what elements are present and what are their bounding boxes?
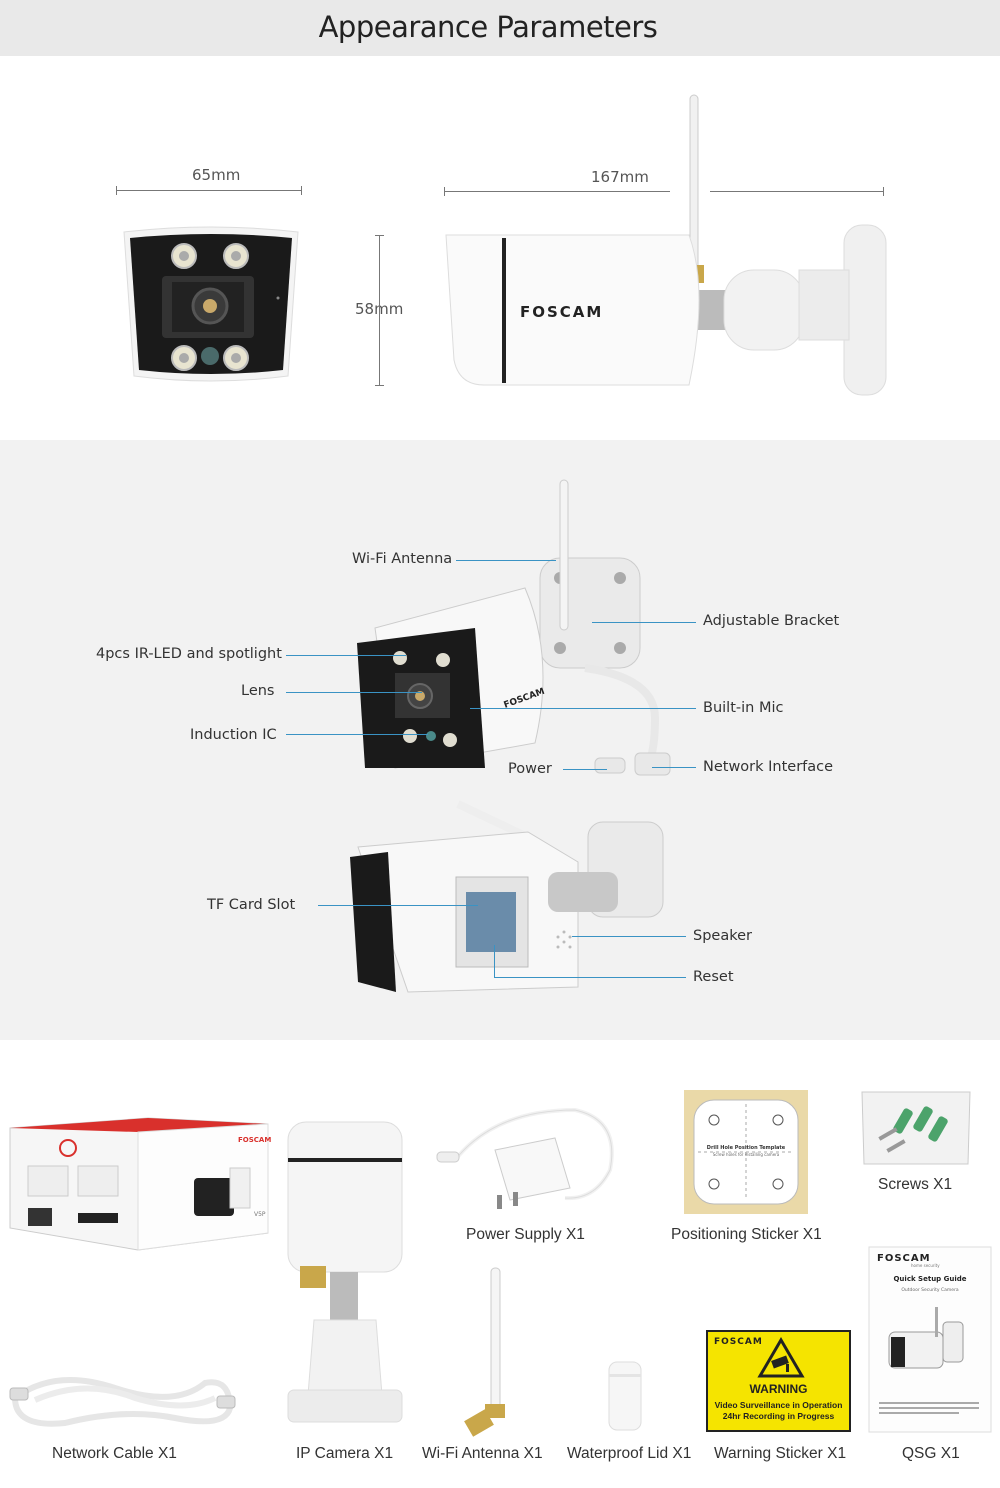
warning-sticker-image: FOSCAM WARNING Video Surveillance in Ope…	[706, 1330, 851, 1432]
leader-reset	[494, 977, 686, 978]
leader-power	[563, 769, 607, 770]
length-tick-left	[444, 187, 445, 196]
item-warning-sticker: Warning Sticker X1	[714, 1445, 847, 1462]
item-waterproof-lid: Waterproof Lid X1	[567, 1445, 692, 1462]
leader-induction-ic	[286, 734, 428, 735]
camera-open-image	[350, 800, 664, 993]
label-speaker: Speaker	[693, 928, 752, 944]
template-title: Drill Hole Position Template	[707, 1145, 786, 1151]
label-wifi-antenna: Wi-Fi Antenna	[352, 551, 453, 567]
warning-line1: Video Surveillance in Operation	[714, 1400, 843, 1410]
item-positioning-sticker: Positioning Sticker X1	[671, 1226, 822, 1243]
qsg-brand-logo: FOSCAM	[877, 1253, 931, 1264]
width-tick-left	[116, 186, 117, 195]
item-network-cable: Network Cable X1	[52, 1445, 177, 1462]
camera-side-image: FOSCAM	[445, 94, 887, 396]
label-adjustable-bracket: Adjustable Bracket	[703, 613, 840, 629]
warning-title: WARNING	[749, 1382, 808, 1396]
leader-tf-card-slot	[318, 905, 478, 906]
width-line	[116, 190, 302, 191]
camera-warning-icon	[757, 1337, 805, 1378]
side-brand-logo: FOSCAM	[520, 303, 603, 321]
wifi-antenna-image	[464, 1267, 505, 1437]
power-supply-image	[436, 1107, 614, 1209]
width-label: 65mm	[192, 166, 241, 184]
height-tick-top	[375, 235, 384, 236]
qsg-tagline: home security	[911, 1263, 940, 1268]
qsg-title: Quick Setup Guide	[893, 1275, 966, 1283]
height-tick-bottom	[375, 385, 384, 386]
title-bar: Appearance Parameters	[0, 0, 1000, 56]
length-line-right	[710, 191, 884, 192]
leader-builtin-mic	[470, 708, 696, 709]
screws-image	[861, 1091, 971, 1165]
waterproof-lid-image	[608, 1361, 642, 1431]
length-line-left	[444, 191, 670, 192]
leader-reset-vertical	[494, 945, 495, 977]
leader-ir-led	[286, 655, 406, 656]
ip-camera-image	[287, 1121, 403, 1423]
label-lens: Lens	[241, 683, 275, 699]
page-title: Appearance Parameters	[318, 10, 658, 44]
product-box-image: FOSCAM V5P	[9, 1117, 271, 1251]
label-network-interface: Network Interface	[703, 759, 834, 775]
leader-adjustable-bracket	[592, 622, 696, 623]
qsg-image: FOSCAM home security Quick Setup Guide O…	[868, 1246, 992, 1433]
warning-brand: FOSCAM	[714, 1337, 763, 1347]
label-induction-ic: Induction IC	[190, 727, 277, 743]
network-cable-image	[9, 1377, 236, 1427]
item-power-supply: Power Supply X1	[466, 1226, 585, 1243]
qsg-subtitle: Outdoor Security Camera	[901, 1287, 959, 1293]
template-subtitle: Screw holes for installing camera	[713, 1152, 780, 1157]
camera-angled-image: FOSCAM	[357, 479, 671, 776]
positioning-sticker-image: Drill Hole Position Template Screw holes…	[684, 1090, 808, 1214]
item-wifi-antenna: Wi-Fi Antenna X1	[422, 1445, 543, 1462]
leader-lens	[286, 692, 422, 693]
box-model: V5P	[254, 1211, 266, 1218]
label-tf-card-slot: TF Card Slot	[207, 897, 296, 913]
item-screws: Screws X1	[878, 1176, 953, 1193]
item-ip-camera: IP Camera X1	[296, 1445, 394, 1462]
label-builtin-mic: Built-in Mic	[703, 700, 784, 716]
leader-speaker	[572, 936, 686, 937]
width-tick-right	[301, 186, 302, 195]
length-label: 167mm	[591, 168, 649, 186]
warning-line2: 24hr Recording in Progress	[722, 1411, 835, 1421]
label-power: Power	[508, 761, 552, 777]
height-line	[379, 235, 380, 386]
length-tick-right	[883, 187, 884, 196]
box-brand-logo: FOSCAM	[238, 1136, 271, 1144]
leader-network-interface	[652, 767, 696, 768]
leader-wifi-antenna	[456, 560, 556, 561]
label-ir-led: 4pcs IR-LED and spotlight	[96, 646, 282, 662]
label-reset: Reset	[693, 969, 734, 985]
camera-front-image	[123, 226, 299, 382]
item-qsg: QSG X1	[902, 1445, 960, 1462]
